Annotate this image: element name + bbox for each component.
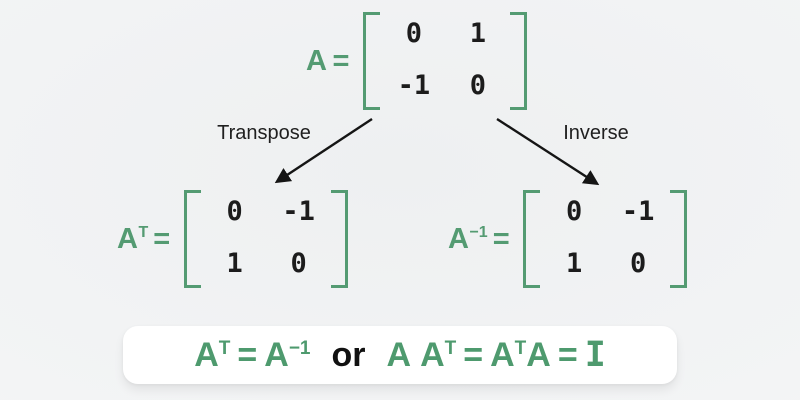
bracket-right-icon [330, 190, 348, 289]
matrix-at-label: AT= [117, 223, 171, 256]
formula-equals: = [463, 336, 484, 374]
formula-ata-sup: T [514, 338, 527, 359]
bracket-left-icon [183, 190, 201, 289]
transpose-label: Transpose [217, 122, 311, 144]
matrix-ainv-equals: = [492, 222, 511, 255]
formula-a: A [386, 336, 412, 374]
matrix-at-brackets: 0 -1 1 0 [183, 190, 348, 289]
matrix-at-equals: = [153, 222, 171, 255]
matrix-at-base: A [117, 222, 139, 255]
formula-ainv-sup: −1 [288, 338, 311, 359]
matrix-a-transpose: AT= 0 -1 1 0 [117, 190, 348, 289]
matrix-cell: 0 [469, 69, 487, 101]
matrix-cell: -1 [282, 196, 315, 227]
matrix-cell: 1 [469, 18, 487, 49]
matrix-a-inverse: A−1= 0 -1 1 0 [448, 190, 688, 289]
formula-equals: = [557, 336, 578, 374]
matrix-cell: -1 [397, 69, 431, 101]
matrix-a-base: A [306, 44, 328, 77]
matrix-ainv-cells: 0 -1 1 0 [540, 190, 670, 288]
bracket-left-icon [523, 190, 541, 289]
matrix-cell: 0 [226, 196, 243, 227]
formula-at-sup: T [218, 338, 231, 359]
formula-ata-a: A [526, 336, 551, 374]
inverse-label: Inverse [563, 122, 629, 144]
formula-or: or [331, 336, 366, 374]
matrix-at-cells: 0 -1 1 0 [201, 190, 331, 288]
formula-equals: = [237, 336, 258, 374]
matrix-a: A= 0 1 -1 0 [306, 12, 527, 111]
matrix-cell: -1 [621, 196, 655, 227]
bracket-left-icon [362, 12, 380, 111]
matrix-a-label: A= [306, 45, 350, 78]
matrix-ainv-base: A [448, 222, 470, 255]
identity-matrix-symbol: I [584, 335, 606, 375]
matrix-cell: 0 [405, 18, 423, 49]
matrix-ainv-label: A−1= [448, 223, 510, 256]
matrix-cell: 1 [566, 247, 583, 279]
matrix-ainv-superscript: −1 [469, 223, 488, 241]
bracket-right-icon [509, 12, 527, 111]
matrix-cell: 0 [630, 247, 647, 279]
formula-aat-base: A [420, 336, 445, 374]
matrix-cell: 0 [566, 196, 583, 227]
matrix-ainv-brackets: 0 -1 1 0 [523, 190, 688, 289]
matrix-at-superscript: T [138, 223, 149, 241]
formula-at-base: A [194, 336, 219, 374]
matrix-cell: 1 [226, 247, 243, 279]
matrix-a-equals: = [332, 44, 350, 77]
formula-ainv-base: A [264, 336, 289, 374]
bracket-right-icon [670, 190, 688, 289]
matrix-a-brackets: 0 1 -1 0 [362, 12, 527, 111]
matrix-a-cells: 0 1 -1 0 [380, 12, 510, 110]
matrix-cell: 0 [290, 247, 307, 279]
formula-ata-base: A [490, 336, 515, 374]
formula-aat-sup: T [444, 338, 457, 359]
